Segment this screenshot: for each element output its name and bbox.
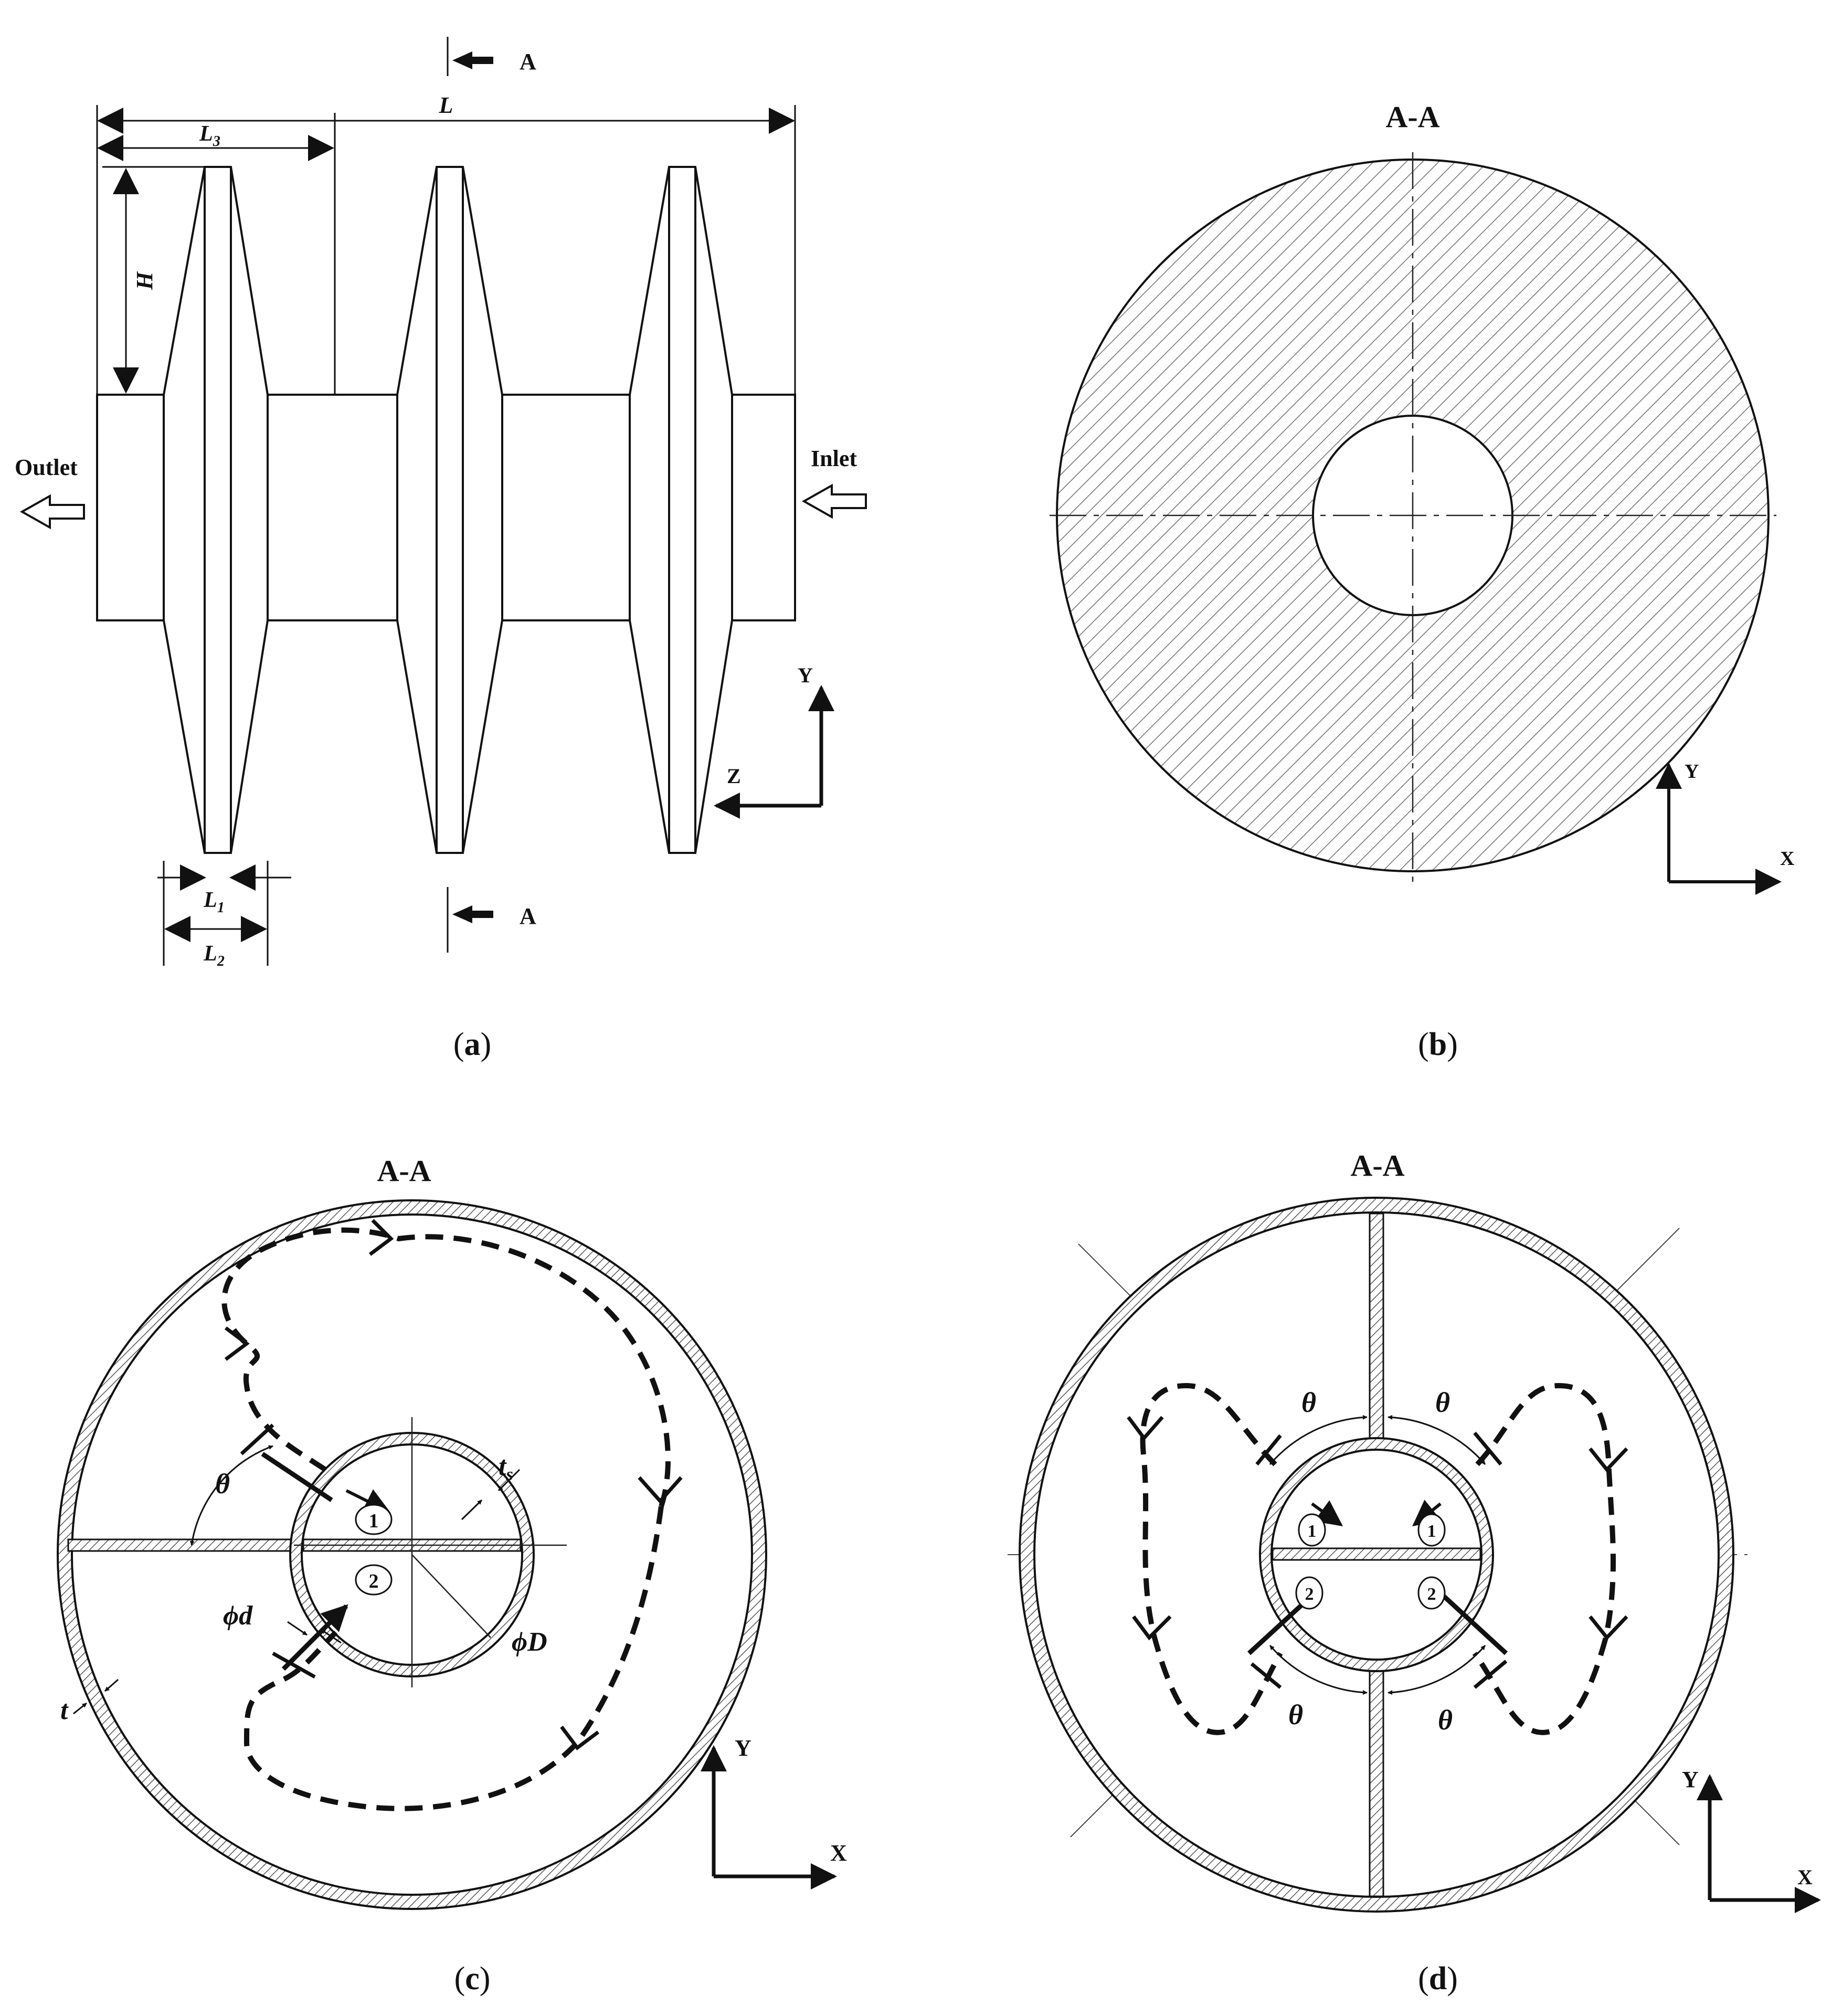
- baffle-plate: [67, 1538, 292, 1552]
- panel-a-side-view: L L3 H L1 L2 A A Outlet I: [15, 37, 867, 969]
- svg-text:X: X: [830, 1840, 847, 1866]
- caption-d: (d): [1418, 1961, 1458, 1997]
- label-L1: L1: [203, 888, 225, 916]
- theta-label-d-bl: θ: [1288, 1699, 1303, 1730]
- svg-text:Y: Y: [1682, 1767, 1699, 1792]
- flow-path-lower: [243, 1506, 664, 1811]
- label-t: t: [60, 1695, 69, 1725]
- baffle-bottom: [1369, 1662, 1384, 1897]
- flow-path-right: [1472, 1382, 1616, 1735]
- label-phi-D: ϕD: [512, 1627, 547, 1657]
- outlet-arrow-icon: [19, 494, 85, 530]
- fin-3: [629, 166, 733, 854]
- label-H: H: [132, 271, 157, 290]
- svg-text:2: 2: [369, 1570, 379, 1592]
- svg-text:1: 1: [369, 1510, 379, 1532]
- panel-b-title: A-A: [1385, 100, 1439, 134]
- axis-indicator-yz: Y Z: [714, 663, 834, 819]
- svg-text:2: 2: [1427, 1585, 1436, 1604]
- port-1-marker: 1: [355, 1504, 393, 1535]
- theta-label-c: θ: [215, 1468, 230, 1500]
- flow-path-upper: [221, 1227, 671, 1507]
- outlet-label: Outlet: [15, 455, 78, 480]
- caption-c: (c): [454, 1961, 491, 1997]
- baffle-top: [1369, 1212, 1384, 1450]
- svg-text:A: A: [520, 903, 536, 929]
- section-marker-bottom: A: [447, 887, 536, 953]
- caption-a: (a): [453, 1027, 492, 1062]
- label-L3: L3: [199, 122, 220, 150]
- flow-path-left: [1140, 1382, 1283, 1735]
- inlet-label: Inlet: [811, 446, 857, 471]
- svg-text:1: 1: [1308, 1522, 1317, 1541]
- inlet-arrow-icon: [801, 483, 867, 519]
- axis-indicator-xy-d: Y X: [1682, 1767, 1821, 1913]
- port-2-left-marker: 2: [1295, 1576, 1323, 1610]
- panel-c-section-single-baffle: A-A θ: [57, 1154, 847, 1910]
- svg-text:X: X: [1780, 848, 1794, 870]
- label-phi-d: ϕd: [223, 1601, 253, 1631]
- theta-label-d-tl: θ: [1301, 1387, 1316, 1418]
- svg-text:X: X: [1797, 1865, 1813, 1889]
- svg-text:2: 2: [1305, 1585, 1314, 1604]
- fin-1: [163, 166, 269, 854]
- panel-c-title: A-A: [377, 1154, 431, 1188]
- svg-text:Y: Y: [798, 663, 813, 687]
- svg-text:Y: Y: [1685, 761, 1699, 783]
- port-1-right-marker: 1: [1417, 1513, 1446, 1547]
- svg-text:A: A: [520, 49, 536, 75]
- label-ts: ts: [499, 1451, 513, 1484]
- panel-b-section-solid: A-A Y X: [1050, 100, 1794, 895]
- panel-d-title: A-A: [1350, 1148, 1404, 1183]
- port-2-marker: 2: [355, 1564, 393, 1596]
- svg-text:Z: Z: [727, 764, 741, 788]
- label-L: L: [439, 92, 453, 118]
- theta-label-d-br: θ: [1438, 1704, 1453, 1736]
- axis-indicator-xy-b: Y X: [1656, 761, 1794, 895]
- svg-text:1: 1: [1427, 1522, 1436, 1541]
- port-2-right-marker: 2: [1417, 1576, 1446, 1610]
- axis-indicator-xy-c: Y X: [701, 1735, 847, 1890]
- port-1-left-marker: 1: [1298, 1513, 1326, 1547]
- label-L2: L2: [203, 942, 225, 969]
- caption-b: (b): [1418, 1027, 1458, 1062]
- section-marker-top: A: [447, 37, 536, 76]
- inner-divider-d: [1272, 1547, 1481, 1561]
- svg-text:Y: Y: [735, 1735, 751, 1761]
- theta-arc-c: [189, 1445, 273, 1546]
- theta-label-d-tr: θ: [1435, 1387, 1450, 1418]
- fin-2: [396, 166, 503, 854]
- panel-d-section-double-baffle: A-A: [1008, 1148, 1821, 1913]
